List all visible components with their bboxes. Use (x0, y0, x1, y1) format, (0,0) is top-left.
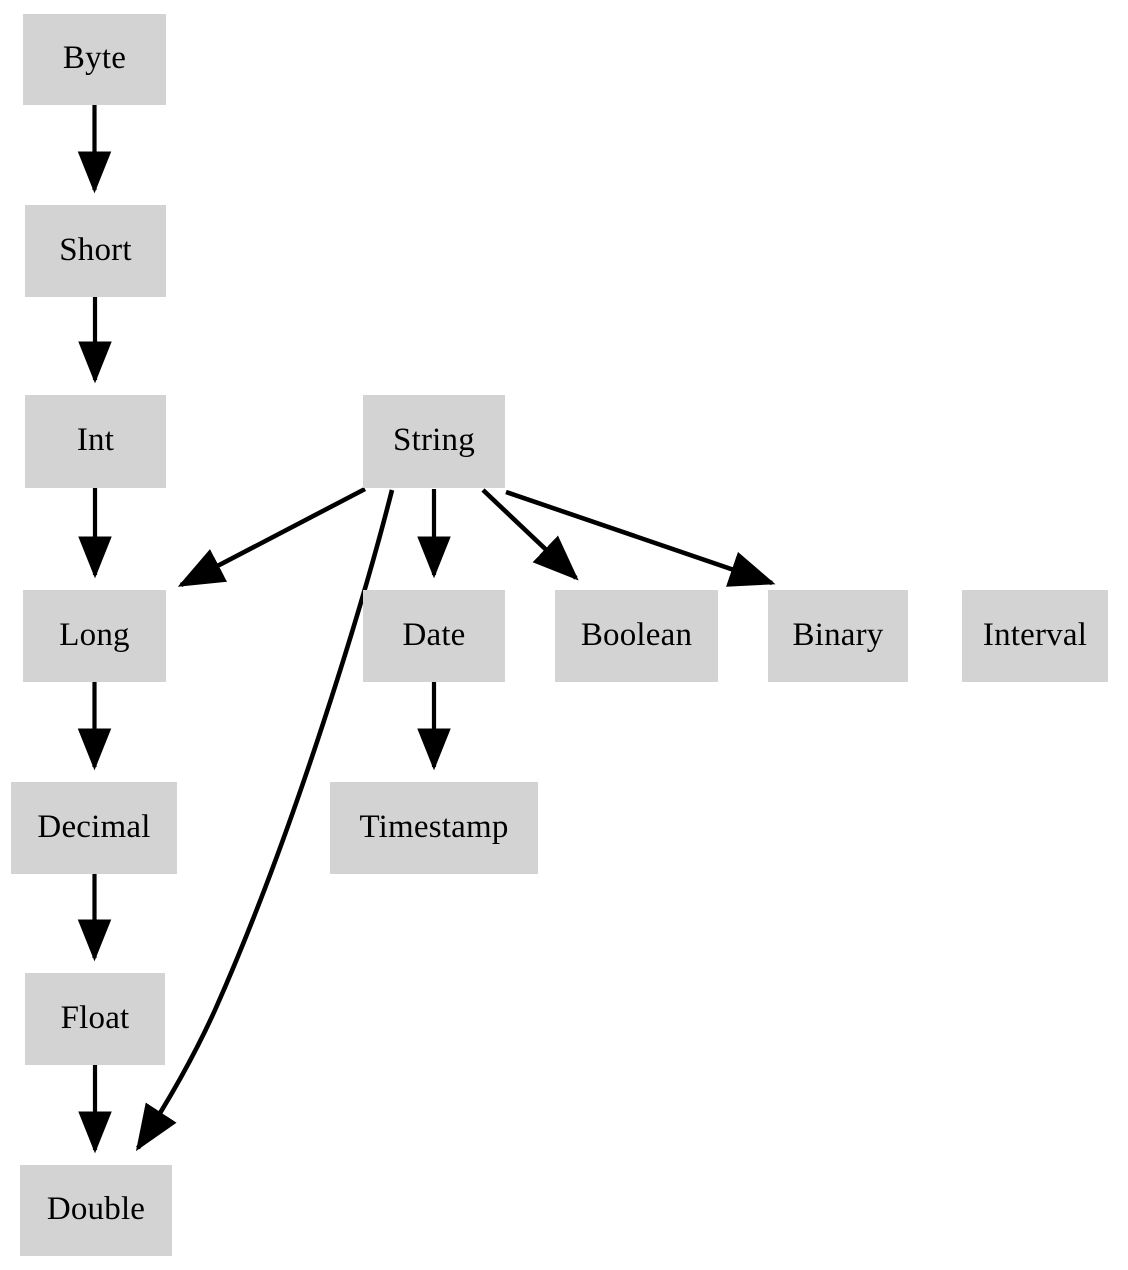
node-string[interactable]: String (363, 395, 505, 488)
edge-string-boolean (481, 488, 579, 581)
node-label-byte: Byte (62, 40, 127, 76)
node-timestamp[interactable]: Timestamp (330, 782, 538, 874)
node-byte[interactable]: Byte (23, 14, 166, 105)
node-label-boolean: Boolean (580, 616, 693, 653)
node-date[interactable]: Date (363, 590, 505, 682)
node-label-interval: Interval (982, 616, 1088, 653)
node-binary[interactable]: Binary (768, 590, 908, 682)
node-int[interactable]: Int (25, 395, 166, 488)
node-label-date: Date (402, 616, 466, 653)
node-float[interactable]: Float (25, 973, 165, 1065)
node-label-long: Long (59, 616, 130, 653)
node-label-decimal: Decimal (37, 808, 151, 845)
node-short[interactable]: Short (25, 205, 166, 297)
node-label-binary: Binary (792, 616, 884, 653)
edge-string-long (177, 486, 367, 588)
node-label-short: Short (59, 231, 132, 268)
node-label-float: Float (60, 999, 130, 1036)
node-label-double: Double (46, 1191, 146, 1227)
node-decimal[interactable]: Decimal (11, 782, 177, 874)
node-label-string: String (393, 422, 475, 458)
edge-string-binary (505, 489, 776, 587)
node-label-int: Int (76, 422, 115, 458)
node-double[interactable]: Double (20, 1165, 172, 1256)
node-boolean[interactable]: Boolean (555, 590, 718, 682)
node-label-timestamp: Timestamp (359, 808, 509, 845)
node-long[interactable]: Long (23, 590, 166, 682)
node-interval[interactable]: Interval (962, 590, 1108, 682)
